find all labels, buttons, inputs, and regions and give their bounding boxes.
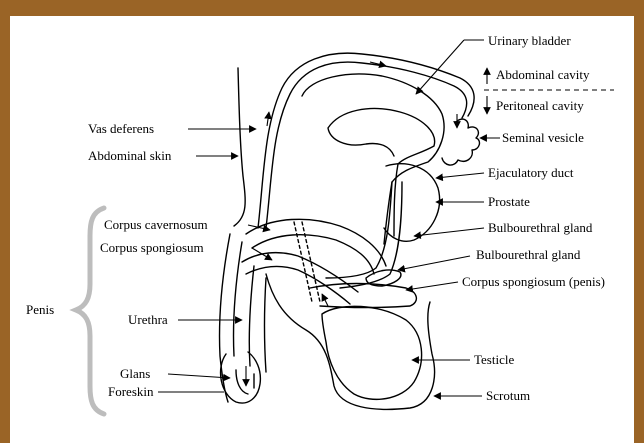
- bladder-cavity: [328, 109, 435, 236]
- penis-shaft-outline: [219, 234, 266, 402]
- abdominal-skin-line: [234, 68, 245, 226]
- label-glans: Glans: [120, 366, 150, 381]
- anatomy-diagram: Urinary bladder Abdominal cavity Periton…: [10, 16, 634, 443]
- leader-bulbourethral-gland-2: [398, 256, 470, 270]
- label-scrotum: Scrotum: [486, 388, 530, 403]
- label-vas-deferens: Vas deferens: [88, 121, 154, 136]
- label-testicle: Testicle: [474, 352, 514, 367]
- prostate-outline: [384, 164, 440, 241]
- label-corpus-cavernosum: Corpus cavernosum: [104, 217, 208, 232]
- flow-arrow-scrotum-up: [322, 294, 328, 306]
- label-bulbourethral-gland-2: Bulbourethral gland: [476, 247, 581, 262]
- label-seminal-vesicle: Seminal vesicle: [502, 130, 584, 145]
- scrotum-outline: [266, 274, 434, 409]
- dashed-passage-left: [294, 222, 312, 302]
- leader-bulbourethral-gland-1: [414, 228, 484, 236]
- label-abdominal-skin: Abdominal skin: [88, 148, 172, 163]
- testicle-outline: [322, 306, 422, 399]
- label-penis: Penis: [26, 302, 54, 317]
- leader-urinary-bladder-2: [416, 40, 464, 94]
- corpus-cavernosum-outline: [246, 219, 386, 274]
- bladder-outline: [302, 74, 444, 244]
- label-corpus-spongiosum-penis: Corpus spongiosum (penis): [462, 274, 605, 289]
- anatomy-outline: [219, 53, 479, 409]
- penis-bracket: [76, 208, 104, 414]
- leader-lines: [158, 40, 500, 396]
- leader-corpus-spongiosum-penis: [406, 282, 458, 290]
- seminal-vesicle-outline: [442, 119, 479, 165]
- leader-ejaculatory-duct: [436, 173, 484, 178]
- label-peritoneal-cavity: Peritoneal cavity: [496, 98, 584, 113]
- flow-arrow-vas-up: [267, 112, 269, 126]
- label-prostate: Prostate: [488, 194, 530, 209]
- label-ejaculatory-duct: Ejaculatory duct: [488, 165, 574, 180]
- labels: Urinary bladder Abdominal cavity Periton…: [26, 33, 605, 403]
- leader-corpus-spongiosum: [252, 248, 272, 260]
- corpus-spongiosum-outline: [242, 253, 358, 304]
- label-foreskin: Foreskin: [108, 384, 154, 399]
- label-urinary-bladder: Urinary bladder: [488, 33, 571, 48]
- label-urethra: Urethra: [128, 312, 168, 327]
- label-bulbourethral-gland-1: Bulbourethral gland: [488, 220, 593, 235]
- corpus-spongiosum-bulb: [310, 284, 416, 308]
- diagram-frame: Urinary bladder Abdominal cavity Periton…: [10, 16, 634, 443]
- vas-deferens-inner: [266, 62, 467, 228]
- label-corpus-spongiosum: Corpus spongiosum: [100, 240, 204, 255]
- label-abdominal-cavity: Abdominal cavity: [496, 67, 590, 82]
